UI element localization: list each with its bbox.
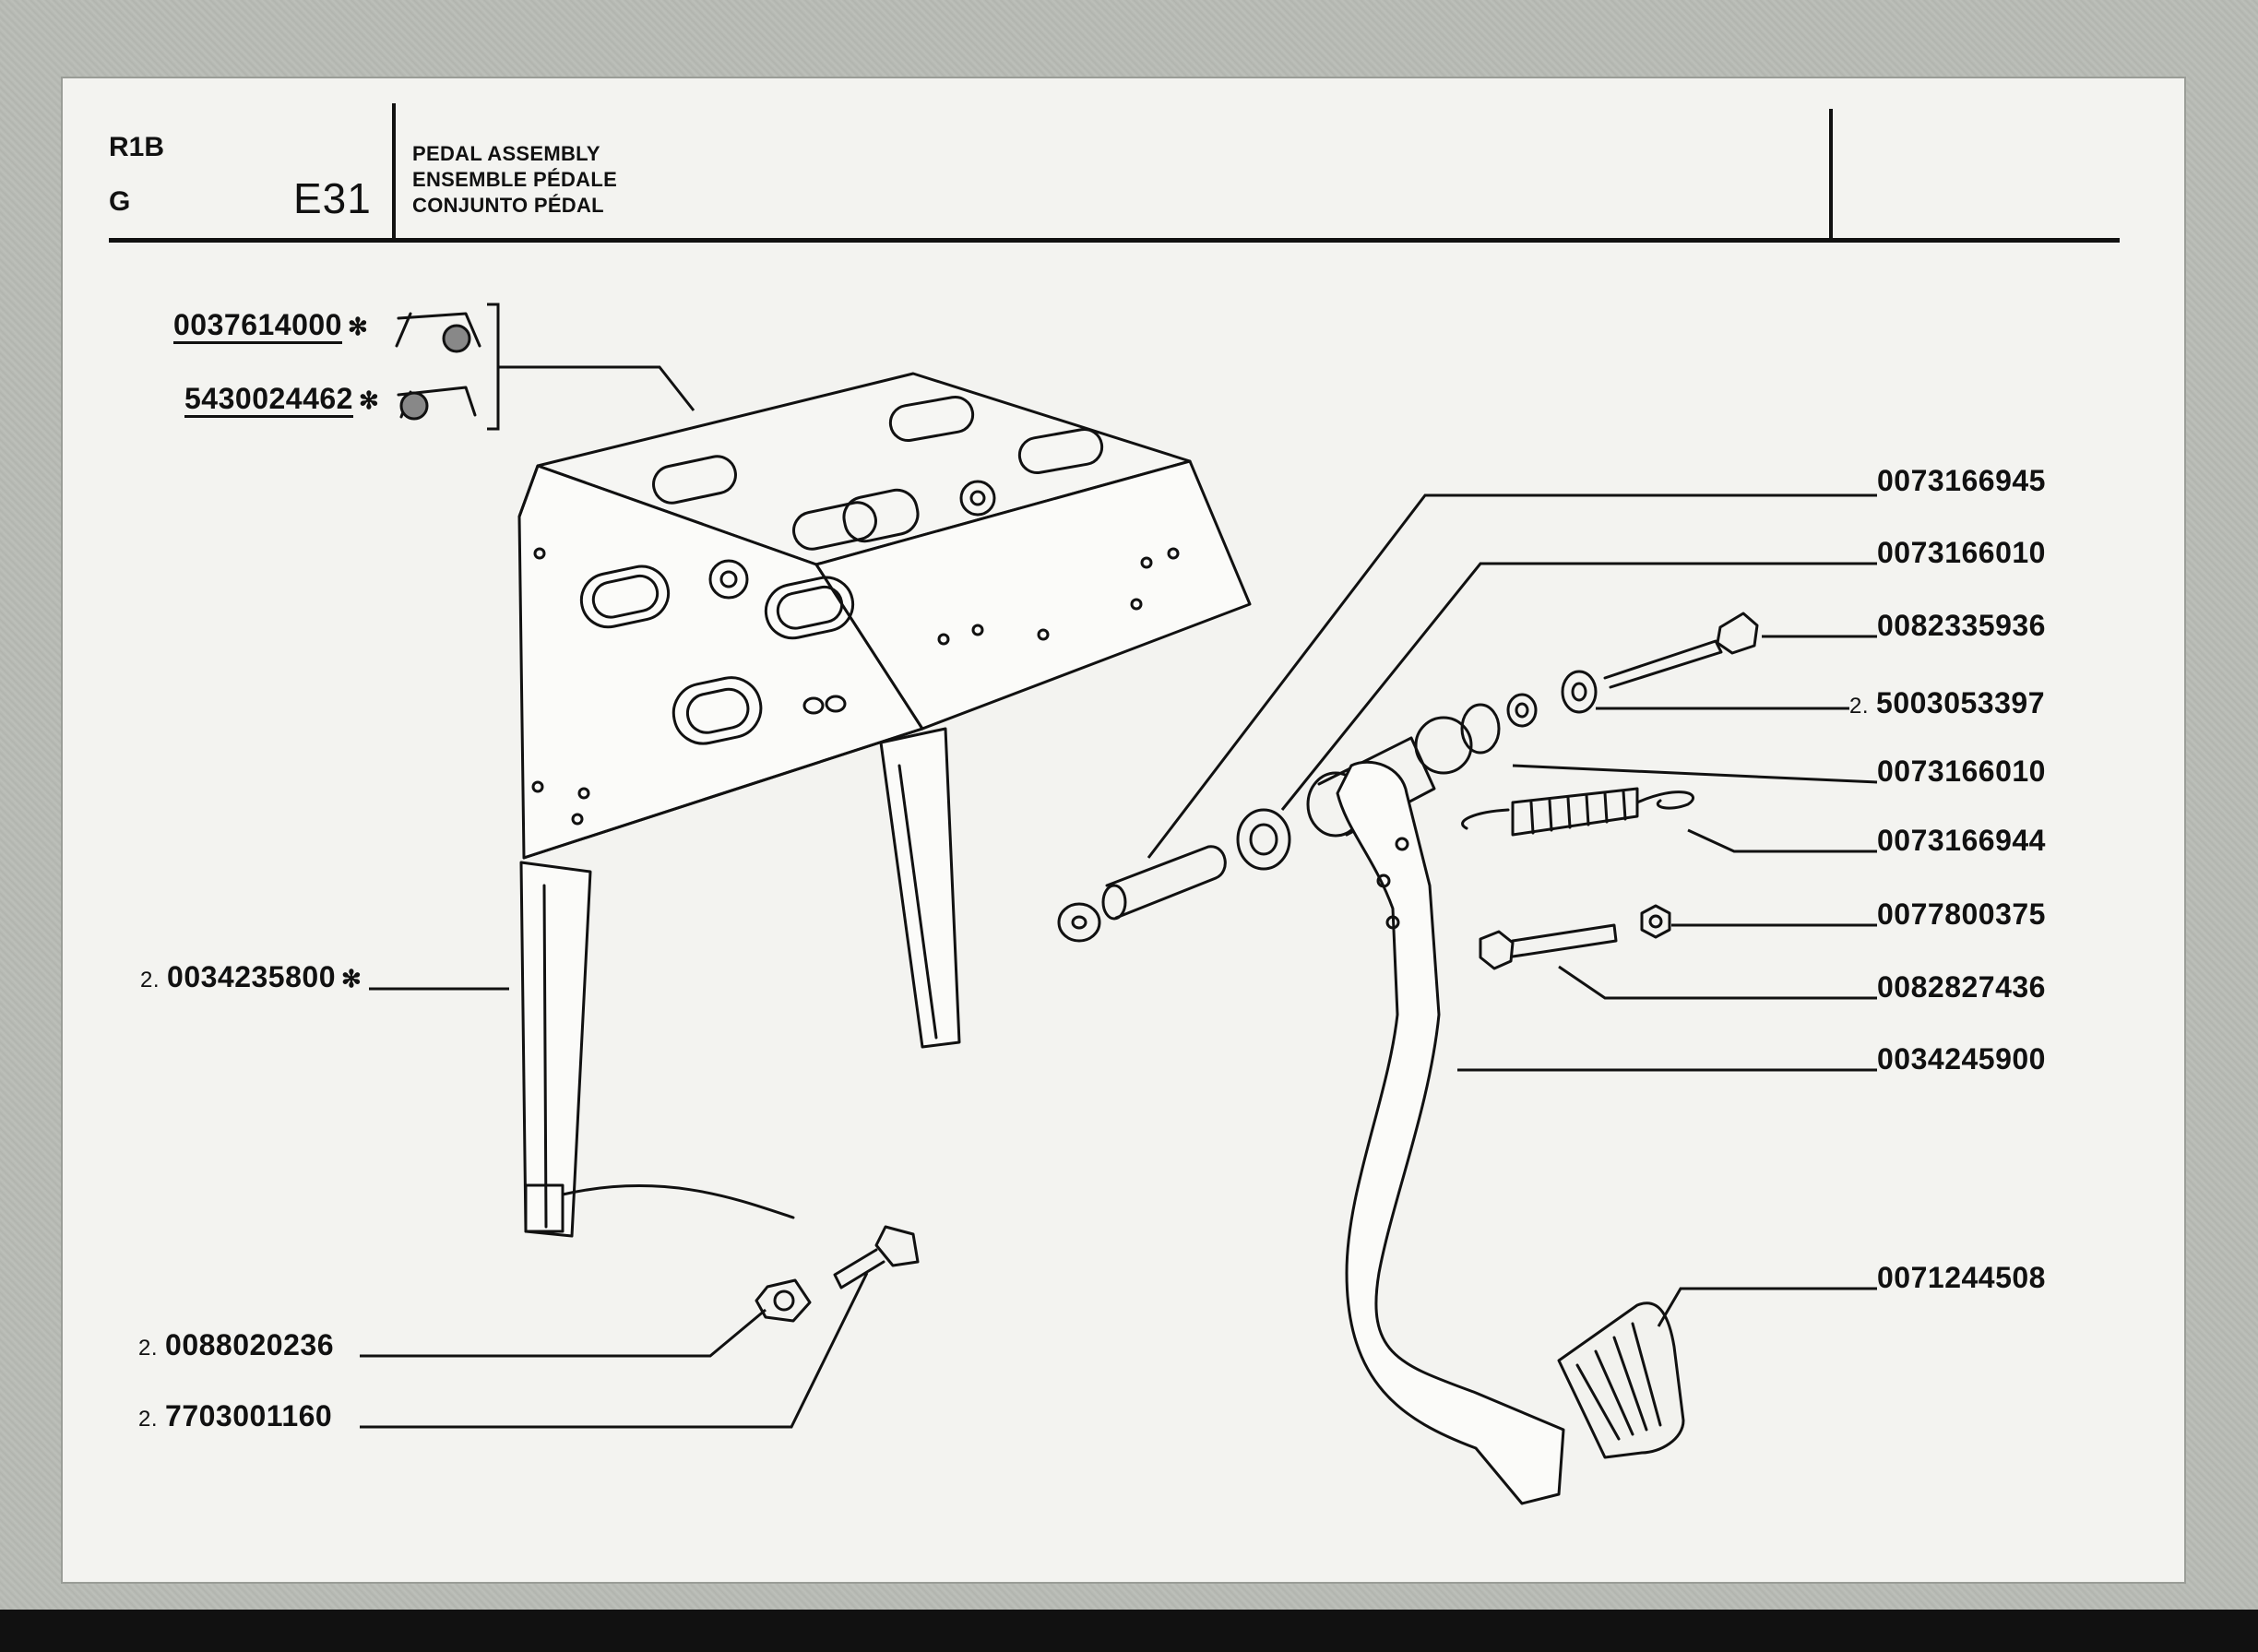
title-spanish: CONJUNTO PÉDAL [412, 194, 604, 217]
pedal-box-bracket [517, 372, 1252, 860]
inset-hole-2 [399, 391, 429, 421]
part-label: 0077800375 [1877, 897, 2046, 931]
scan-border [0, 1610, 2258, 1652]
part-label: 0073166944 [1877, 824, 2046, 857]
leader-spring [1687, 828, 1877, 853]
leader-lines [360, 303, 1878, 1429]
part-label: 0073166010 [1877, 536, 2046, 569]
diagram-sheet [63, 78, 2184, 1582]
leader-bushing-2 [1512, 764, 1878, 784]
leader-bushing-1 [1280, 562, 1877, 811]
inset-hole-1 [442, 324, 471, 353]
header-divider-left [392, 103, 396, 240]
inset-plate-1 [395, 312, 481, 348]
bracket-brace [487, 303, 500, 431]
model-code: R1B [109, 132, 165, 162]
pedal-pad [1557, 1301, 1685, 1459]
title-french: ENSEMBLE PÉDALE [412, 168, 618, 191]
leader-bracket [498, 365, 695, 411]
part-label: 0073166010 [1877, 755, 2046, 788]
header-divider-right [1829, 109, 1833, 240]
part-label: 2.0088020236 [138, 1328, 334, 1361]
leader-pin [1147, 493, 1877, 859]
part-label: 0082827436 [1877, 970, 2046, 1004]
bolt-and-nut [561, 1184, 920, 1323]
return-spring [1461, 787, 1694, 837]
section-code: E31 [293, 174, 372, 222]
title-english: PEDAL ASSEMBLY [412, 142, 600, 165]
part-label: 0071244508 [1877, 1261, 2046, 1294]
part-label: 2.7703001160 [138, 1399, 333, 1432]
part-label: 0034245900 [1877, 1042, 2046, 1076]
leader-bolt [360, 1272, 869, 1429]
part-label: 2.5003053397 [1849, 686, 2045, 719]
header-rule [109, 238, 2120, 243]
part-label: 2.0034235800✻ [140, 960, 362, 993]
leader-nut [360, 1308, 767, 1358]
part-label: 0037614000✻ [166, 308, 368, 344]
group-code: G [109, 186, 131, 217]
pedal-lever [1336, 760, 1565, 1505]
part-label: 5430024462✻ [177, 382, 379, 418]
leader-bolt-arm [1558, 965, 1877, 1000]
rear-support-leg [879, 727, 961, 1049]
arm-bolt-and-nut [1479, 904, 1671, 970]
leader-pad [1657, 1287, 1877, 1327]
part-label: 0082335936 [1877, 609, 2046, 642]
front-support-leg [519, 861, 592, 1238]
part-label: 0073166945 [1877, 464, 2046, 497]
